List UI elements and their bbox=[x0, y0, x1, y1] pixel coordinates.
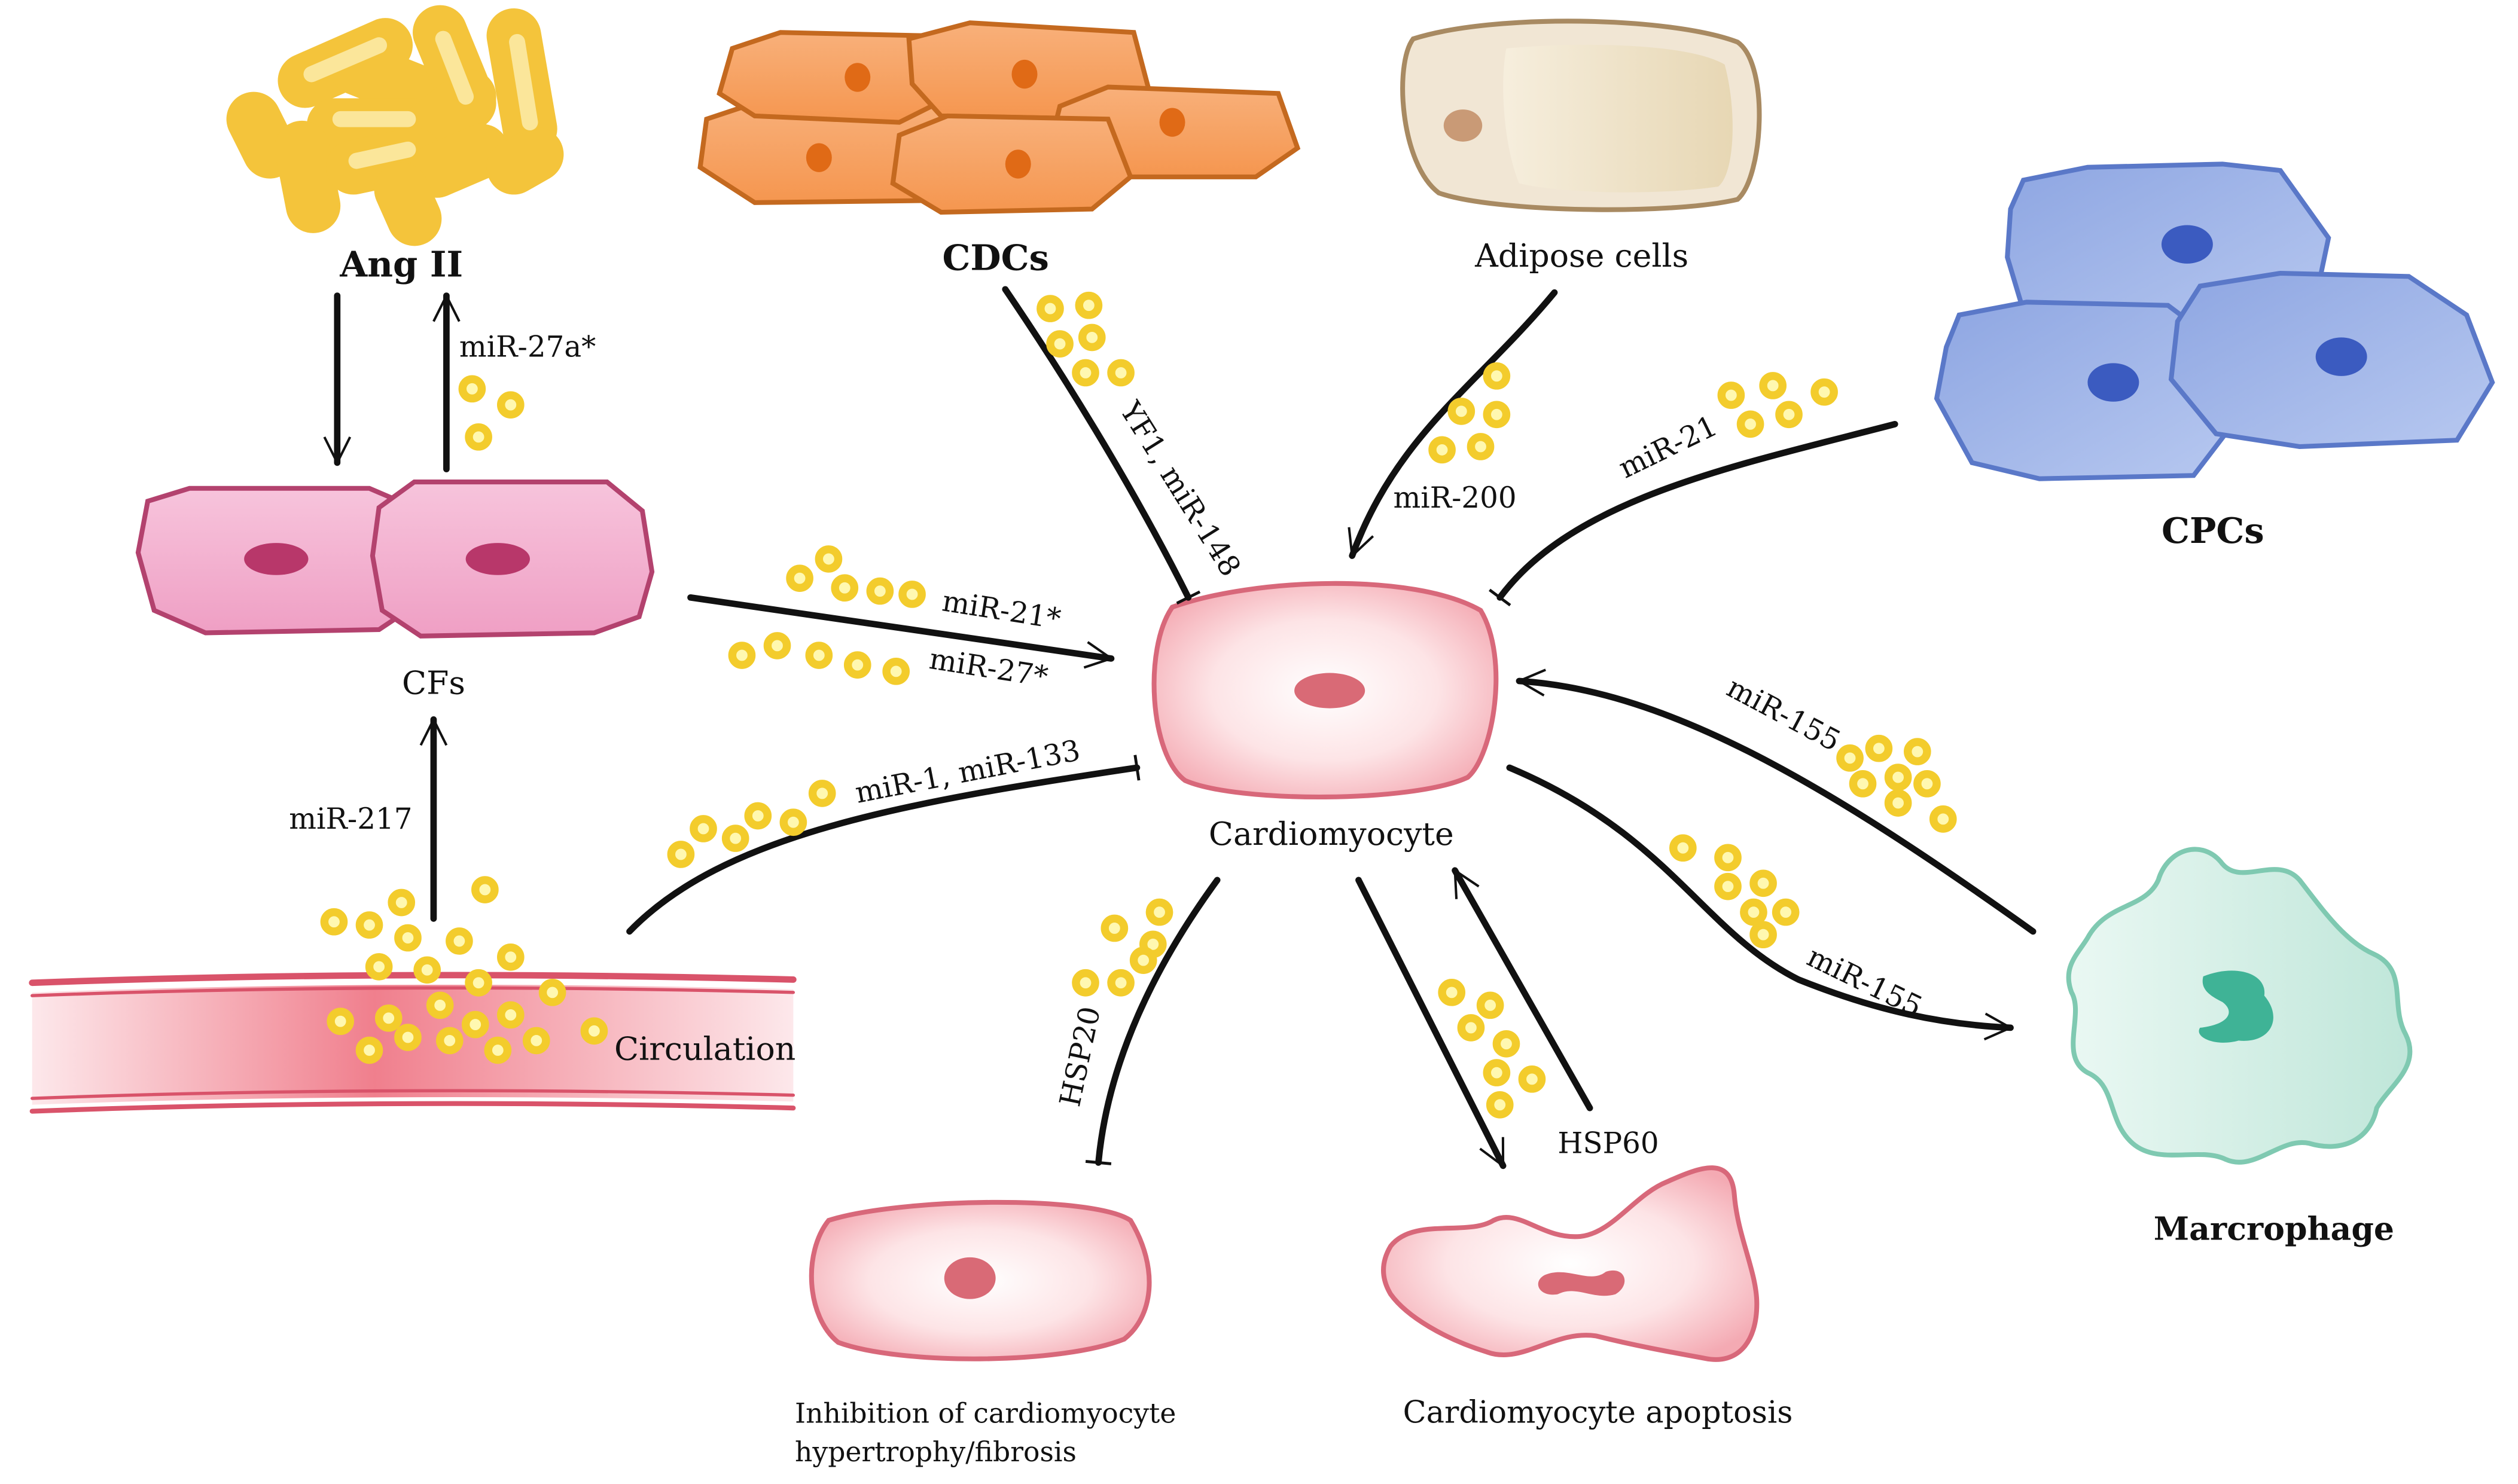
cm-to-mac-arrow bbox=[1506, 764, 2014, 1041]
apoptosis-to-cm-arrow bbox=[1452, 867, 1593, 1112]
cfs-to-cm-arrow bbox=[687, 594, 1115, 669]
cpcs-icon bbox=[1934, 161, 2495, 481]
cm-to-apoptosis-arrow bbox=[1355, 877, 1507, 1170]
apoptosis-label: Cardiomyocyte apoptosis bbox=[1403, 1395, 1793, 1430]
mac-to-cm-arrow bbox=[1516, 668, 2037, 935]
edge-label-circ-to-cfs: miR-217 bbox=[289, 802, 412, 836]
edge-label-apoptosis-to-cm: HSP60 bbox=[1557, 1126, 1659, 1160]
cardiomyocyte-label: Cardiomyocyte bbox=[1209, 815, 1454, 853]
ang-ii-label: Ang II bbox=[339, 243, 463, 285]
edge-label-cfs-to-ang: miR-27a* bbox=[459, 331, 596, 364]
circ-to-cm-inhibit bbox=[626, 755, 1141, 935]
cpcs-label: CPCs bbox=[2162, 510, 2264, 551]
edge-label-cm-to-mac: miR-155 bbox=[1802, 940, 1928, 1024]
ang-ii-icon bbox=[226, 5, 564, 246]
edge-label-adipose-to-cm: miR-200 bbox=[1393, 481, 1516, 515]
cdcs-to-cm-inhibit bbox=[1002, 286, 1201, 605]
macrophage-label: Marcrophage bbox=[2154, 1210, 2394, 1247]
cardiomyocyte-icon bbox=[1151, 581, 1499, 800]
vesicle-cluster-ang bbox=[458, 375, 525, 451]
cdcs-label: CDCs bbox=[942, 237, 1048, 279]
macrophage-icon bbox=[2066, 847, 2413, 1165]
cdcs-icon bbox=[697, 20, 1301, 215]
vesicle-cluster-cpcs bbox=[1717, 372, 1838, 438]
cfs-label: CFs bbox=[402, 664, 465, 701]
adipose-label: Adipose cells bbox=[1474, 237, 1688, 274]
vesicle-cluster-cfs bbox=[728, 545, 926, 685]
apoptotic-cell-icon bbox=[1381, 1165, 1760, 1362]
vesicle-cluster-mac-to-cm bbox=[1836, 734, 1957, 833]
inhibition-label-line2: hypertrophy/fibrosis bbox=[795, 1436, 1077, 1468]
cpcs-to-cm-inhibit bbox=[1489, 421, 1898, 607]
vesicle-cluster-cdcs bbox=[1037, 291, 1135, 387]
vesicle-cluster-circulation bbox=[320, 876, 608, 1064]
circulation-label: Circulation bbox=[614, 1030, 795, 1068]
adipose-to-cm-arrow bbox=[1348, 289, 1558, 559]
vesicle-cluster-hsp20 bbox=[1072, 898, 1173, 997]
adipose-cell-icon bbox=[1400, 19, 1762, 212]
edge-label-circ-to-cm: miR-1, miR-133 bbox=[852, 734, 1083, 810]
vesicle-cluster-cm-to-mac bbox=[1669, 834, 1800, 949]
vesicle-cluster-adipose bbox=[1428, 362, 1511, 464]
inhibition-label-line1: Inhibition of cardiomyocyte bbox=[795, 1397, 1176, 1429]
cm-to-inhibition-inhibit bbox=[1085, 877, 1221, 1166]
hypertrophy-inhibited-cell-icon bbox=[809, 1199, 1152, 1361]
vesicle-cluster-hsp60 bbox=[1438, 979, 1546, 1119]
vesicle-cluster-circulation-to-cm bbox=[667, 780, 836, 868]
edge-label-cfs-to-cm-a: miR-21* bbox=[940, 584, 1063, 636]
edge-label-cm-to-inhibition: HSP20 bbox=[1053, 1003, 1107, 1109]
cfs-icon bbox=[135, 480, 655, 639]
